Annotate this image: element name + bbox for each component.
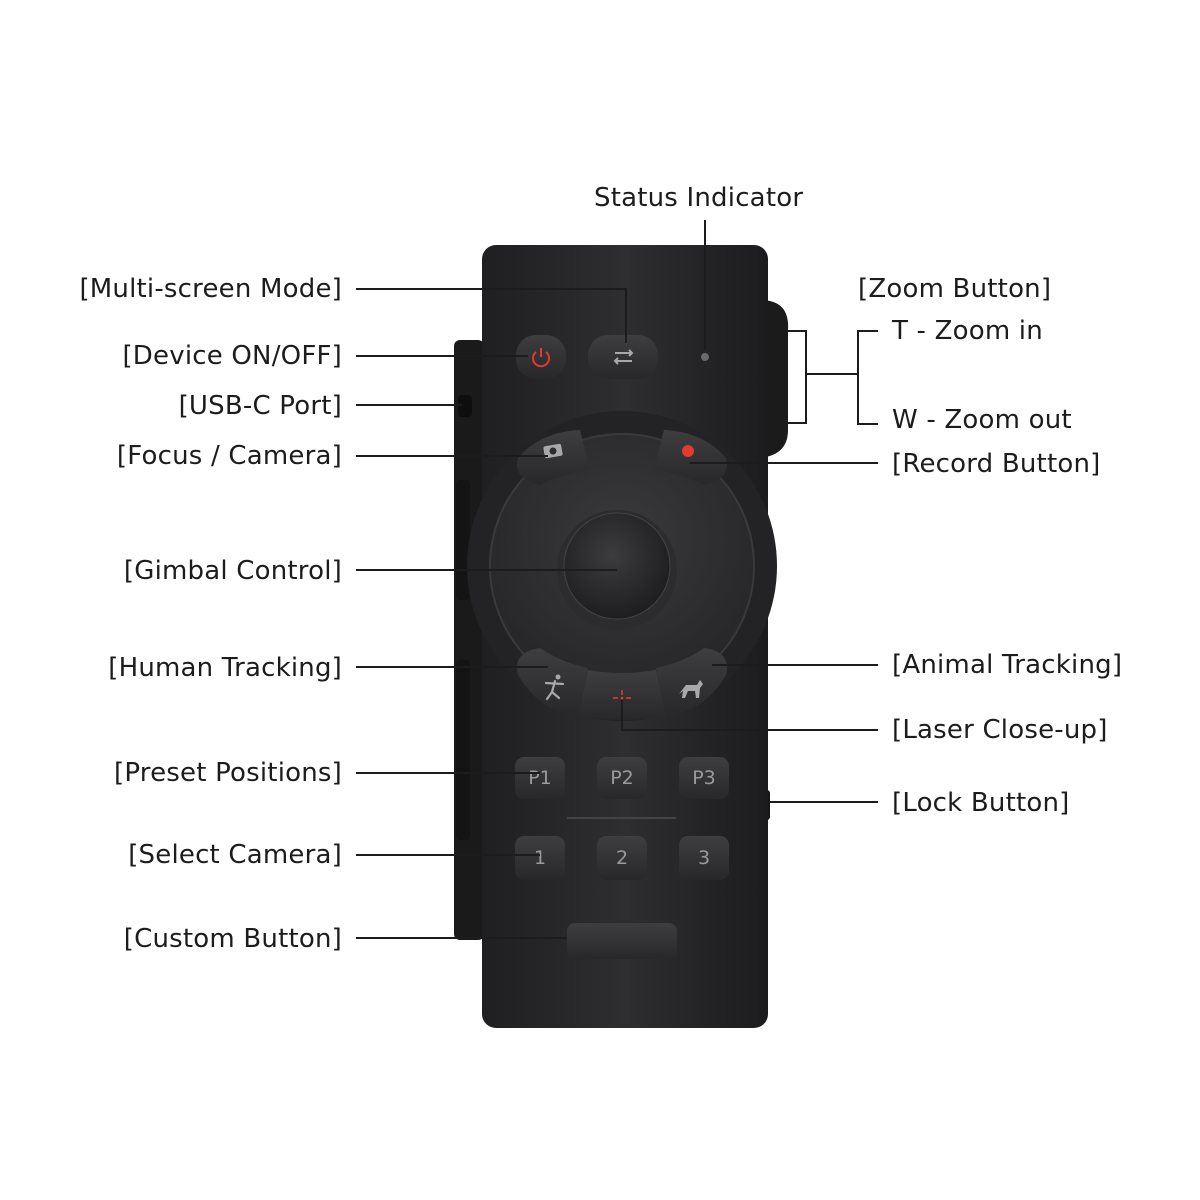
camera-icon <box>543 443 563 459</box>
preset-label-p3: P3 <box>692 767 716 789</box>
label-zoom-button: [Zoom Button] <box>858 274 1052 304</box>
preset-label-p1: P1 <box>528 767 552 789</box>
preset-button-p1[interactable] <box>515 757 565 799</box>
status-indicator-led <box>701 353 709 361</box>
preset-button-row: P1 P2 P3 <box>515 757 729 799</box>
label-custom-button: [Custom Button] <box>123 924 342 954</box>
status-indicator-label: Status Indicator <box>594 183 804 213</box>
preset-button-p3[interactable] <box>679 757 729 799</box>
leader-laser <box>621 700 878 731</box>
label-record: [Record Button] <box>892 449 1101 479</box>
gimbal-joystick[interactable] <box>563 512 671 620</box>
preset-label-p2: P2 <box>610 767 634 789</box>
preset-button-p2[interactable] <box>597 757 647 799</box>
zoom-bracket <box>785 330 807 424</box>
label-gimbal: [Gimbal Control] <box>123 556 342 586</box>
record-button[interactable] <box>654 430 728 485</box>
label-preset-positions: [Preset Positions] <box>113 758 342 788</box>
label-zoom-out: W - Zoom out <box>892 405 1072 435</box>
leader-multi-screen <box>356 288 627 343</box>
human-icon <box>544 674 565 701</box>
camera-button-row: 1 2 3 <box>515 836 729 880</box>
camera-button-2[interactable] <box>597 836 647 880</box>
power-icon <box>532 348 550 368</box>
focus-camera-button[interactable] <box>516 430 590 485</box>
label-lock: [Lock Button] <box>892 788 1070 818</box>
side-rail <box>454 340 484 940</box>
label-animal-tracking: [Animal Tracking] <box>892 650 1123 680</box>
camera-button-1[interactable] <box>515 836 565 880</box>
label-multi-screen: [Multi-screen Mode] <box>79 274 342 304</box>
record-dot-icon <box>682 445 694 457</box>
side-slot-2 <box>456 660 470 840</box>
label-focus-camera: [Focus / Camera] <box>116 441 342 471</box>
leader-lines <box>356 220 878 939</box>
label-power: [Device ON/OFF] <box>122 341 342 371</box>
zoom-split <box>857 330 878 425</box>
label-select-camera: [Select Camera] <box>128 840 342 870</box>
camera-label-2: 2 <box>616 847 628 869</box>
dog-icon <box>679 680 703 698</box>
usb-c-port <box>458 395 472 417</box>
animal-tracking-button[interactable] <box>656 648 728 716</box>
swap-icon <box>613 349 634 365</box>
label-zoom-in: T - Zoom in <box>892 316 1043 346</box>
custom-button[interactable] <box>567 923 677 959</box>
camera-label-1: 1 <box>534 847 546 869</box>
label-usb-c: [USB-C Port] <box>178 391 342 421</box>
human-tracking-button[interactable] <box>516 648 588 716</box>
camera-label-3: 3 <box>698 847 710 869</box>
camera-button-3[interactable] <box>679 836 729 880</box>
multi-screen-button[interactable] <box>588 335 658 379</box>
label-human-tracking: [Human Tracking] <box>108 653 342 683</box>
label-laser-closeup: [Laser Close-up] <box>892 715 1108 745</box>
